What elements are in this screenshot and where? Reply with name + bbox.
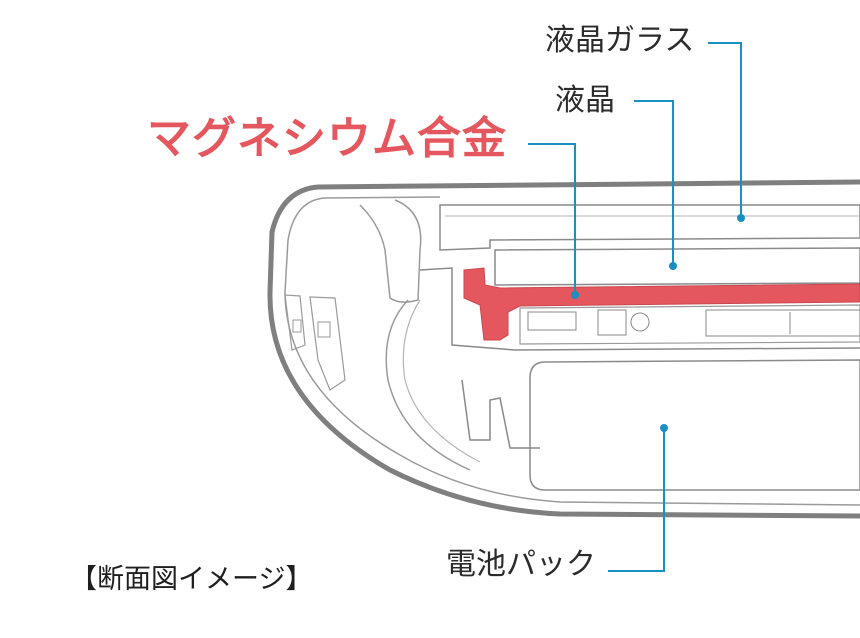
label-lcd: 液晶 (555, 83, 615, 118)
magnesium-frame (463, 267, 860, 341)
label-battery-pack: 電池パック (446, 547, 596, 582)
component-circle (630, 312, 650, 332)
connector-2 (597, 309, 627, 336)
leader-dots (571, 214, 745, 432)
side-button (284, 294, 306, 351)
bumper-curve-2 (402, 299, 481, 463)
side-port-slot (317, 321, 331, 338)
front-bumper (359, 199, 422, 303)
caption: 【断面図イメージ】 (70, 564, 313, 595)
lcd-layer (494, 247, 860, 286)
connector-1 (527, 311, 577, 331)
internal-circuit (519, 304, 860, 345)
leader-lcd-glass (708, 42, 742, 218)
battery-pack (529, 359, 860, 491)
dot-magnesium (571, 291, 579, 299)
leader-battery (608, 428, 665, 572)
leader-magnesium (528, 143, 576, 295)
chip (705, 309, 860, 337)
lcd-glass-layer (439, 204, 860, 251)
dot-lcd (669, 262, 677, 270)
leader-lcd (634, 100, 674, 266)
frame-rib (461, 379, 540, 449)
side-port (309, 296, 346, 391)
frame-left (419, 267, 860, 351)
bumper-curve (385, 299, 471, 471)
leader-lines (528, 42, 742, 572)
label-magnesium-alloy: マグネシウム合金 (147, 113, 507, 164)
side-button-slot (292, 319, 302, 333)
dot-battery (660, 424, 668, 432)
dot-lcd-glass (737, 214, 745, 222)
outer-shell (267, 179, 860, 519)
inner-shell (284, 196, 860, 506)
label-lcd-glass: 液晶ガラス (545, 23, 695, 58)
